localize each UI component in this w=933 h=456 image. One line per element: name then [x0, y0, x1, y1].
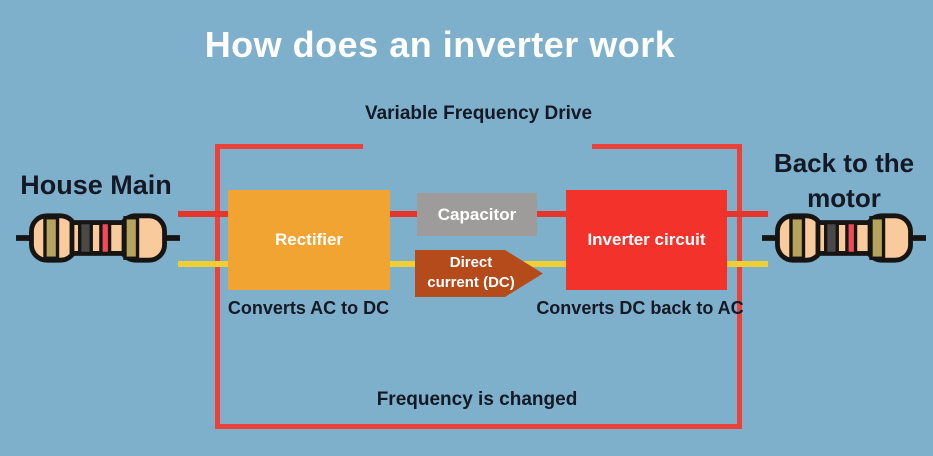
- capacitor-label: Capacitor: [437, 204, 517, 224]
- resistor-icon: [762, 213, 926, 263]
- resistor-icon: [16, 213, 180, 263]
- capacitor-box: Capacitor: [417, 193, 537, 236]
- dc-current-arrow: Direct current (DC): [415, 250, 543, 297]
- rectifier-caption: Converts AC to DC: [227, 298, 390, 318]
- dc-arrow-label-line2: current (DC): [427, 274, 515, 291]
- house-main-label: House Main: [20, 170, 172, 200]
- arrow-right-icon: [415, 250, 543, 297]
- vfd-title: Variable Frequency Drive: [364, 103, 593, 124]
- inverter-caption: Converts DC back to AC: [536, 298, 744, 318]
- page-title: How does an inverter work: [204, 24, 676, 65]
- dc-arrow-label-line1: Direct: [449, 254, 493, 271]
- inverter-box: Inverter circuit: [566, 190, 727, 290]
- inverter-label: Inverter circuit: [587, 230, 706, 249]
- dc-arrow-label: Direct current (DC): [417, 253, 525, 293]
- vfd-frame-top-gap: [363, 144, 592, 149]
- back-to-motor-line1: Back to the: [773, 148, 915, 178]
- back-to-motor-label: Back to the motor: [758, 146, 930, 216]
- back-to-motor-line2: motor: [807, 183, 881, 213]
- rectifier-label: Rectifier: [274, 230, 344, 249]
- rectifier-box: Rectifier: [228, 190, 390, 290]
- frequency-label: Frequency is changed: [376, 389, 578, 410]
- vfd-frame: [215, 144, 742, 429]
